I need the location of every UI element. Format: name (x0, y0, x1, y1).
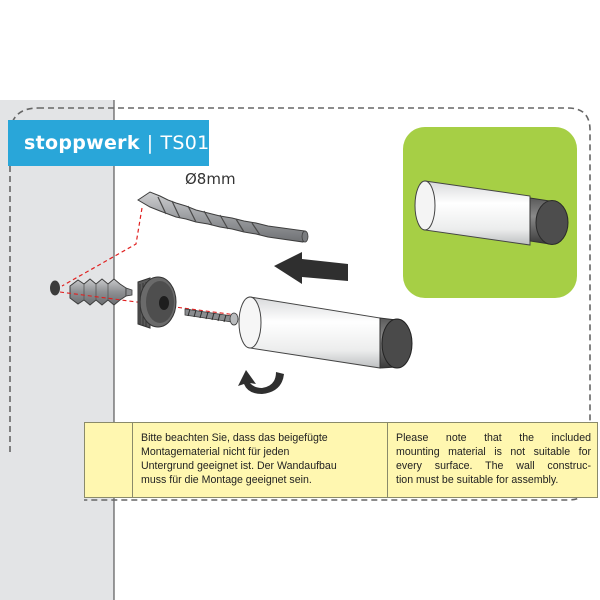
wall-hole (50, 280, 60, 296)
notice-de-line: Montagematerial nicht für jeden (141, 446, 290, 458)
notice-en-line: every surface. The wall construc- (396, 460, 591, 472)
notice-en-line: Please note that the included (396, 432, 591, 444)
dashed-frame (9, 107, 591, 501)
preview-doorstop (414, 180, 569, 246)
warning-icon-cell (85, 423, 133, 497)
warning-notice: Bitte beachten Sie, dass das beigefügte … (84, 422, 598, 498)
wall-plug (69, 278, 133, 306)
brand-separator: | (146, 132, 154, 154)
notice-de-line: muss für die Montage geeignet sein. (141, 474, 312, 486)
wall (0, 100, 114, 600)
rotate-arrow (238, 370, 284, 394)
model-number: TS016 (160, 132, 222, 154)
drill-bit (137, 191, 309, 243)
doorstop (238, 296, 413, 369)
notice-en-line: mounting material is not suitable for (396, 446, 591, 458)
threaded-base (137, 276, 177, 329)
push-arrow (274, 252, 348, 284)
brand-label: stoppwerk | TS016 (8, 120, 222, 166)
notice-de-line: Bitte beachten Sie, dass das beigefügte (141, 432, 328, 444)
drill-diameter-label: Ø8mm (185, 170, 236, 188)
notice-english: Please note that the included mounting m… (388, 423, 597, 497)
notice-german: Bitte beachten Sie, dass das beigefügte … (133, 423, 388, 497)
notice-de-line: Untergrund geeignet ist. Der Wandaufbau (141, 460, 337, 472)
drill-guide-line (61, 207, 143, 287)
screw (184, 308, 239, 326)
notice-en-line: tion must be suitable for assembly. (396, 474, 559, 486)
brand-name: stoppwerk (24, 132, 140, 154)
